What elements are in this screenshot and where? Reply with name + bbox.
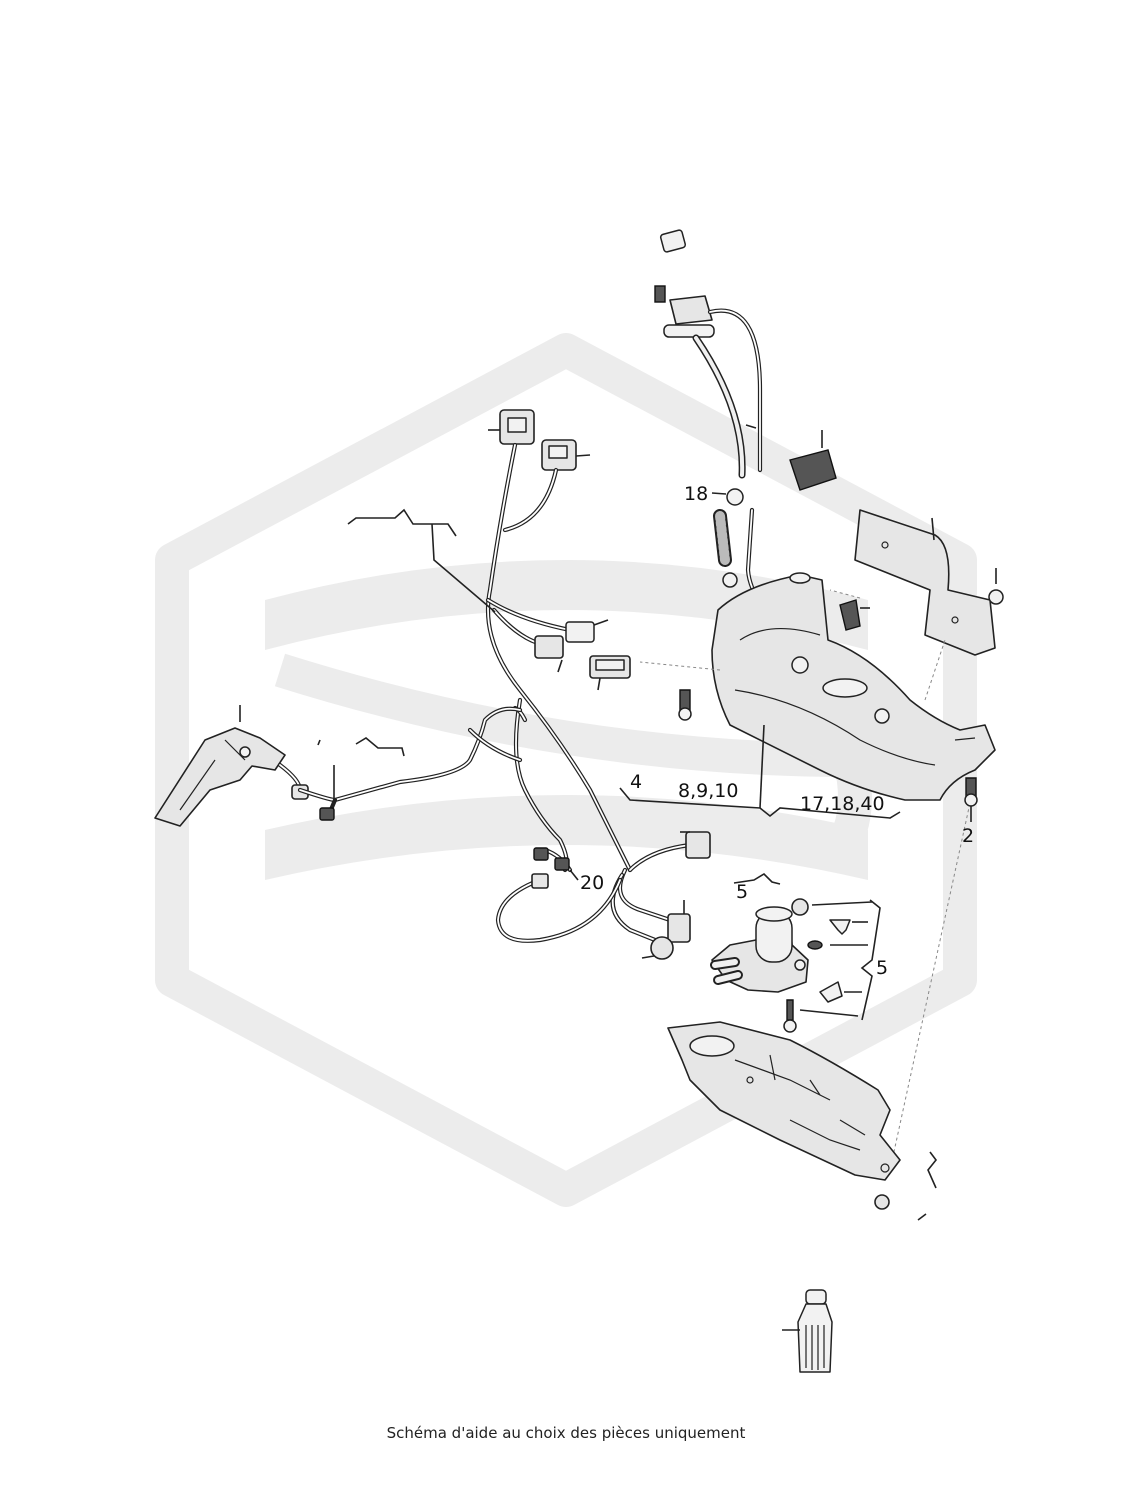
watermark-logo xyxy=(155,333,977,1207)
callout-18: 18 xyxy=(684,483,708,505)
heat-shield xyxy=(854,509,1004,656)
footer-caption: Schéma d'aide au choix des pièces unique… xyxy=(386,1424,746,1442)
filler-neck-assembly xyxy=(654,229,763,479)
callout-bracket xyxy=(619,724,901,819)
callout-8-9-10: 8,9,10 xyxy=(678,780,738,802)
harness-bracket xyxy=(347,508,496,613)
fuel-pump-module xyxy=(710,872,881,1033)
callout-5-right: 5 xyxy=(876,957,888,979)
callout-4: 4 xyxy=(630,771,642,793)
callout-5-top: 5 xyxy=(736,881,748,903)
underbody-panel xyxy=(667,1021,938,1221)
additive-bottle xyxy=(782,1289,833,1373)
callout-20: 20 xyxy=(580,872,604,894)
accelerator-pedal xyxy=(154,705,523,827)
fuel-tank xyxy=(639,572,996,1171)
vent-connector xyxy=(789,430,837,491)
tank-bolts xyxy=(678,689,978,822)
callout-17-18-40: 17,18,40 xyxy=(800,793,885,815)
wiring-harness xyxy=(485,409,711,960)
callout-2: 2 xyxy=(962,825,974,847)
